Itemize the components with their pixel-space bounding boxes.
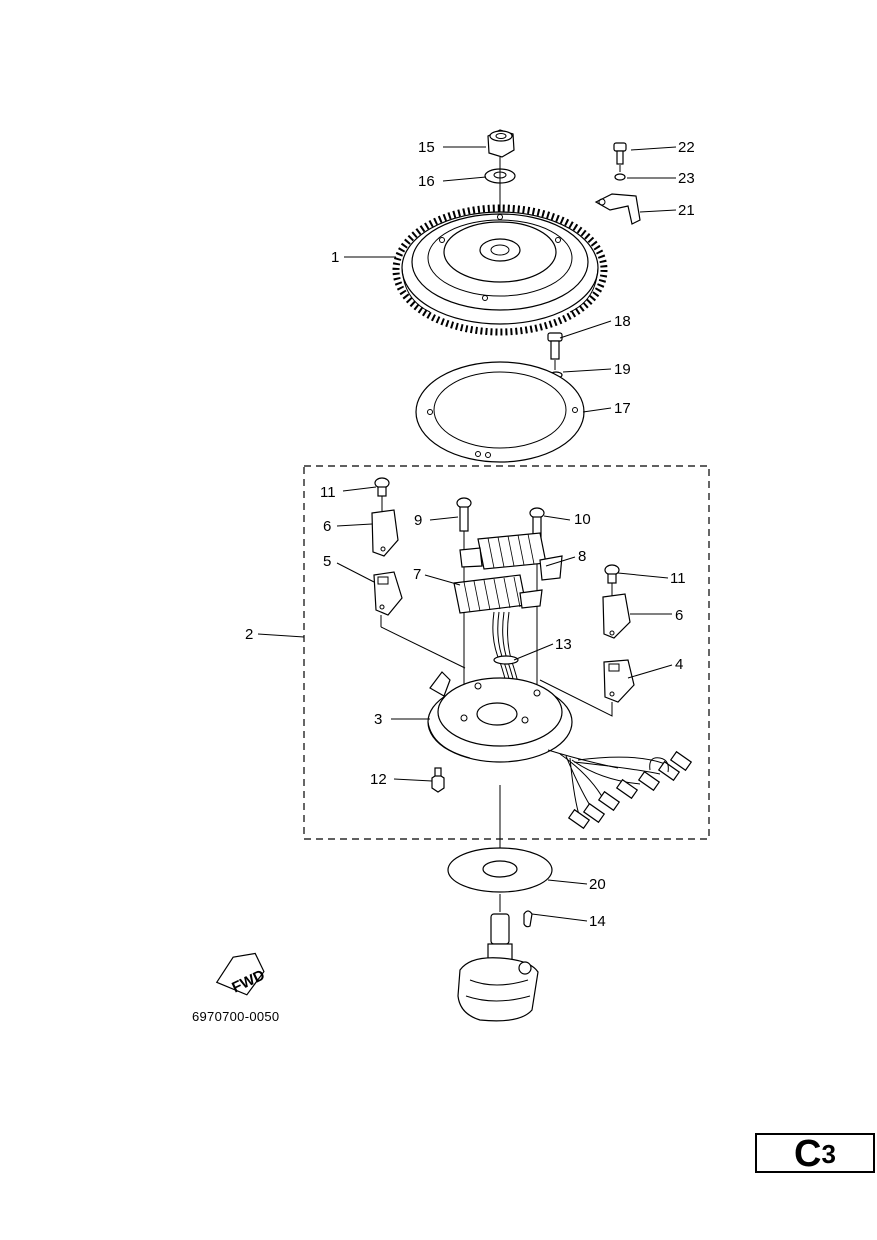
callout-18: 18: [614, 313, 631, 330]
stator-base-3-part: [427, 671, 573, 763]
lighting-coil-8-part: [459, 532, 563, 581]
bolt-18-part: [547, 332, 563, 360]
flywheel-part: [392, 204, 608, 336]
callout-23: 23: [678, 170, 695, 187]
shim-plate-20-part: [447, 847, 553, 893]
callout-21: 21: [678, 202, 695, 219]
callout-6-right: 6: [675, 607, 683, 624]
cover-6-right-part: [602, 593, 631, 639]
leader-lines: [257, 146, 677, 922]
screw-12-part: [431, 767, 445, 793]
callout-15: 15: [418, 139, 435, 156]
callout-6-left: 6: [323, 518, 331, 535]
callout-7: 7: [413, 566, 421, 583]
cover-6-left-part: [371, 509, 399, 557]
page-tag-letter: C: [794, 1133, 822, 1175]
nut-part: [487, 129, 515, 158]
callout-14: 14: [589, 913, 606, 930]
fwd-arrow-icon: FWD: [215, 952, 268, 997]
small-washer-part: [614, 173, 626, 181]
callout-3: 3: [374, 711, 382, 728]
callout-8: 8: [578, 548, 586, 565]
callout-11-left: 11: [320, 484, 336, 501]
callout-19: 19: [614, 361, 631, 378]
page-tag-number: 3: [821, 1139, 836, 1169]
callout-4: 4: [675, 656, 683, 673]
pulser-coil-5-part: [373, 571, 403, 616]
diagram-reference-code: 6970700-0050: [192, 1009, 280, 1024]
screw-11-left-part: [374, 477, 390, 497]
callout-22: 22: [678, 139, 695, 156]
callout-2: 2: [245, 626, 253, 643]
callout-13: 13: [555, 636, 572, 653]
callout-11-right: 11: [670, 570, 686, 587]
pulser-coil-4-part: [603, 659, 635, 703]
small-bolt-part: [613, 142, 627, 165]
stator-assembly-boundary: [303, 465, 710, 840]
woodruff-key-14-part: [523, 910, 533, 928]
callout-10: 10: [574, 511, 591, 528]
bracket-part: [594, 193, 641, 225]
callout-9: 9: [414, 512, 422, 529]
callout-1: 1: [331, 249, 339, 266]
callout-20: 20: [589, 876, 606, 893]
page-section-tag: C3: [755, 1133, 875, 1173]
callout-16: 16: [418, 173, 435, 190]
charge-coil-7-part: [453, 574, 543, 614]
callout-17: 17: [614, 400, 631, 417]
output-leads-part: [547, 749, 693, 830]
callout-labels: 15 16 1 22 23 21 18 19 17 11 6 5 9 10 7 …: [245, 139, 695, 930]
callout-5: 5: [323, 553, 331, 570]
screw-10-part: [529, 507, 545, 542]
screw-9-part: [456, 497, 472, 532]
crankshaft-part: [457, 913, 539, 1022]
ring-gasket-part: [415, 361, 585, 463]
screw-11-right-part: [604, 564, 620, 584]
callout-12: 12: [370, 771, 387, 788]
